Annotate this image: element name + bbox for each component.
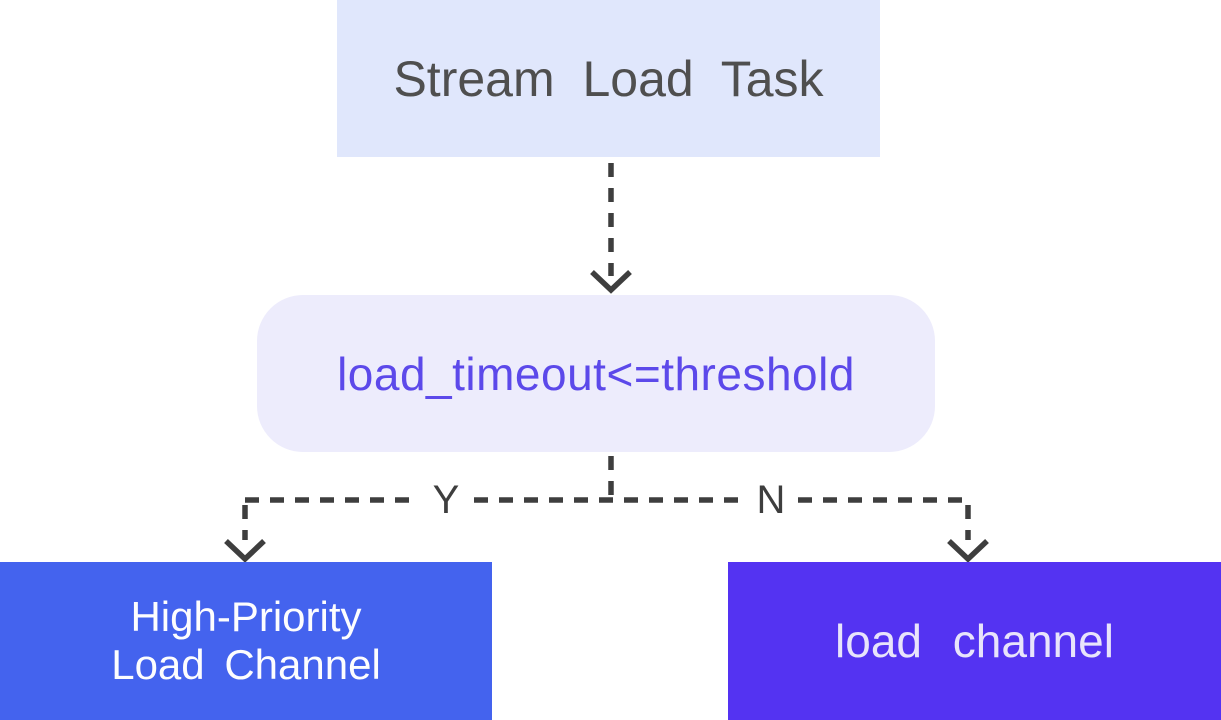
arrowhead-down-high-priority-icon — [224, 539, 266, 563]
node-high-priority-load-channel: High-Priority Load Channel — [0, 562, 492, 720]
node-load-channel: load channel — [728, 562, 1221, 720]
arrowhead-down-load-channel-icon — [947, 539, 989, 563]
branch-label-no: N — [756, 478, 786, 522]
node-stream-load-task: Stream Load Task — [337, 0, 880, 157]
arrowhead-down-condition-icon — [590, 270, 632, 294]
branch-label-yes: Y — [432, 478, 460, 522]
node-condition-load-timeout: load_timeout<=threshold — [257, 295, 935, 452]
